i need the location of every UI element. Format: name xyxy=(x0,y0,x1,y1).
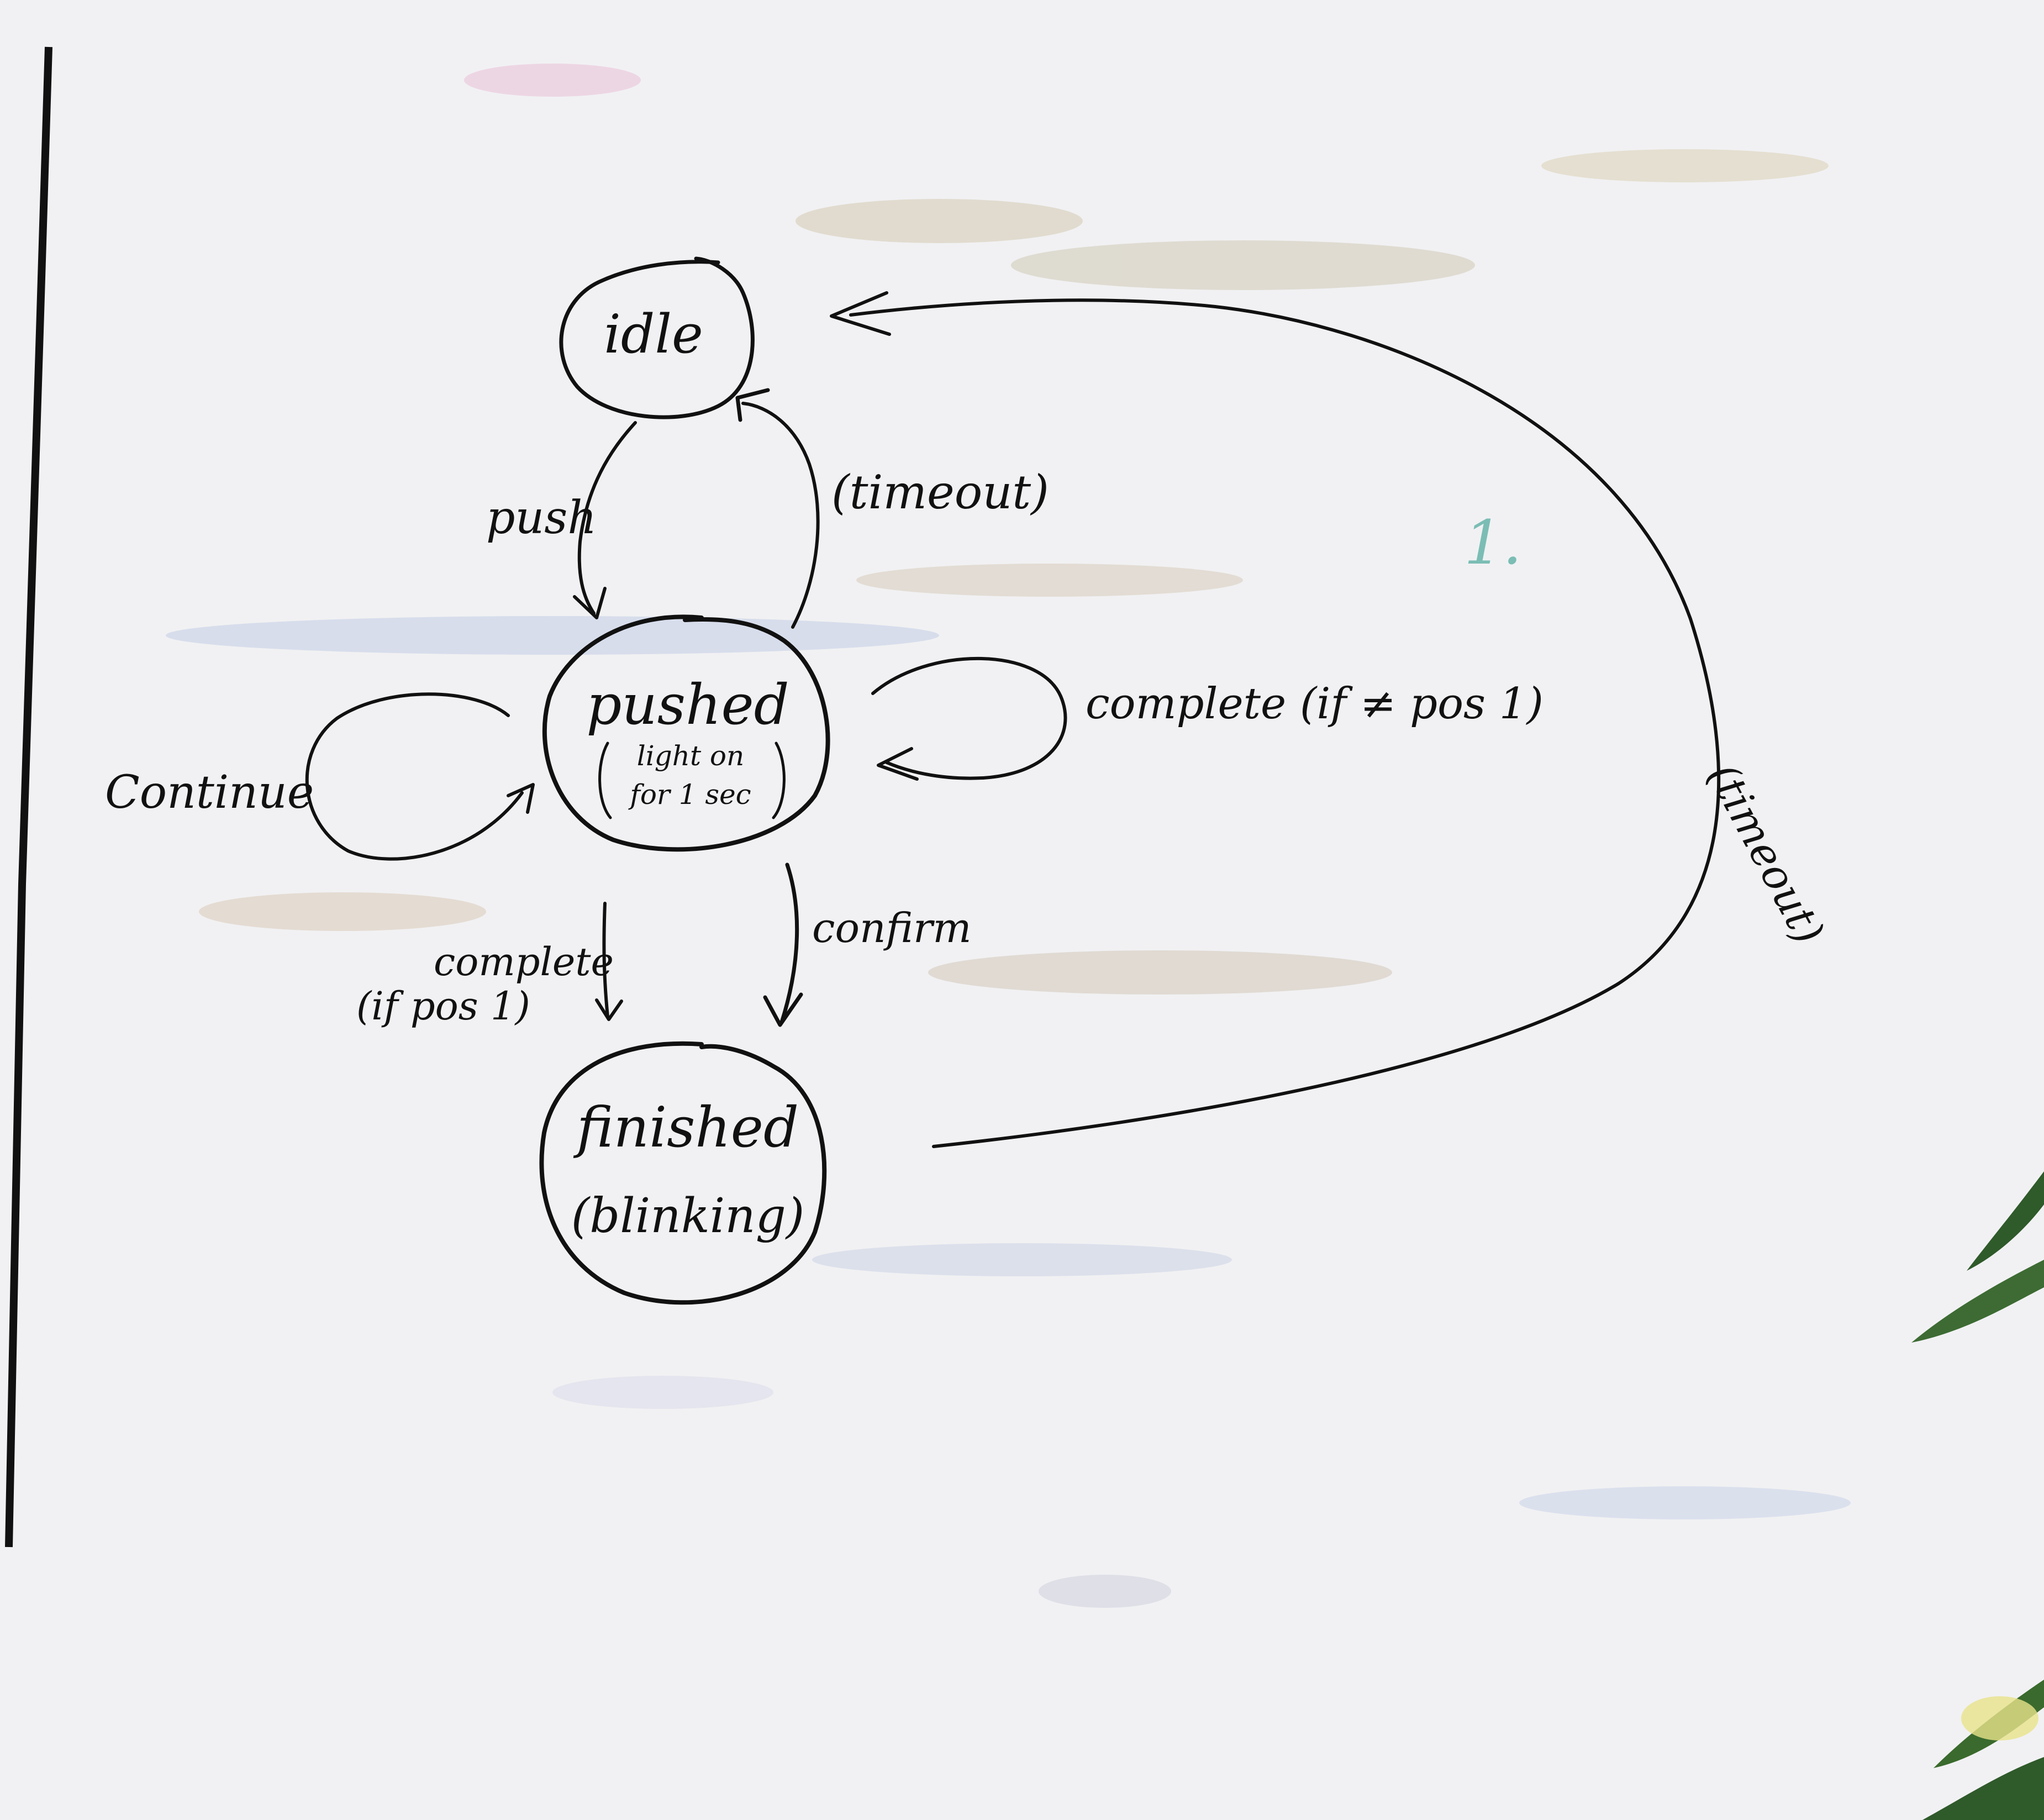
state-pushed-note-bracket-right xyxy=(772,741,786,819)
board-edge-line xyxy=(5,46,52,1548)
transition-timeout-to-idle-label: (timeout) xyxy=(831,465,1049,519)
transition-timeout-to-idle: (timeout) xyxy=(735,388,1049,629)
transition-complete-pos1: complete (if pos 1) xyxy=(356,902,623,1029)
state-finished-label: finished xyxy=(573,1095,799,1160)
transition-complete-not-pos1: complete (if ≠ pos 1) xyxy=(871,656,1543,781)
state-finished: finished (blinking) xyxy=(539,1041,827,1305)
board-smudges xyxy=(166,64,1851,1608)
transition-confirm: confirm xyxy=(763,862,972,1027)
green-marker-mark: 1. xyxy=(1464,507,1522,578)
state-finished-note: (blinking) xyxy=(571,1188,805,1244)
state-pushed-note-line1: light on xyxy=(637,740,744,772)
transition-complete-pos1-label-line1: complete xyxy=(434,939,614,985)
transition-push: push xyxy=(486,421,637,619)
transition-continue: Continue xyxy=(105,692,535,861)
state-idle-label: idle xyxy=(604,303,703,365)
state-pushed: pushed light on for 1 sec xyxy=(542,614,830,852)
state-pushed-note-line2: for 1 sec xyxy=(628,779,751,811)
plant-leaves xyxy=(1911,1171,2044,1820)
state-pushed-label: pushed xyxy=(586,672,789,737)
transition-confirm-label: confirm xyxy=(812,904,972,952)
transition-continue-label: Continue xyxy=(105,766,314,819)
state-pushed-note-bracket-left xyxy=(598,741,612,819)
transition-complete-pos1-label-line2: (if pos 1) xyxy=(356,983,530,1029)
state-idle: idle xyxy=(559,256,755,419)
transition-push-label: push xyxy=(486,492,597,544)
transition-complete-not-pos1-label: complete (if ≠ pos 1) xyxy=(1086,679,1543,729)
transition-timeout-finished-label: (timeout) xyxy=(1698,755,1834,952)
